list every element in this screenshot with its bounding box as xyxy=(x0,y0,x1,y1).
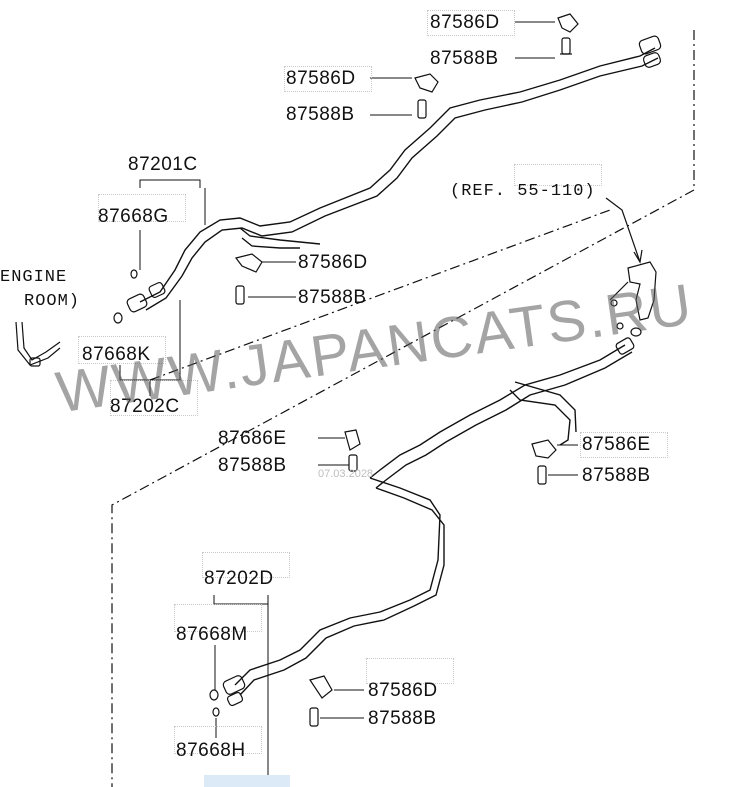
label-box xyxy=(580,432,668,458)
label-box xyxy=(284,66,372,92)
clamp-6 xyxy=(309,675,333,727)
part-label-87668K[interactable]: 87668K xyxy=(82,344,151,365)
brake-tube-lower xyxy=(234,344,633,696)
part-label-87586D[interactable]: 87586D xyxy=(298,252,368,273)
part-label-87586E[interactable]: 87586E xyxy=(582,434,651,455)
part-label-87588B[interactable]: 87588B xyxy=(298,287,367,308)
o-ring-87668G xyxy=(130,269,138,279)
label-box xyxy=(427,10,515,36)
part-label-87686E[interactable]: 87686E xyxy=(218,428,287,449)
tube-fitting-left xyxy=(126,281,166,313)
part-label-87202C[interactable]: 87202C xyxy=(110,396,180,417)
part-label-87202D[interactable]: 87202D xyxy=(204,568,274,589)
label-box xyxy=(366,658,454,684)
clamp-4 xyxy=(344,429,361,472)
part-label-87588B[interactable]: 87588B xyxy=(368,708,437,729)
label-box xyxy=(174,604,262,632)
section-boundary xyxy=(111,30,695,787)
ref-component xyxy=(609,261,657,337)
clamp-5 xyxy=(531,439,557,485)
label-box xyxy=(174,726,262,754)
label-box xyxy=(78,336,166,364)
section-boundary-2 xyxy=(149,209,611,381)
part-label-87201C[interactable]: 87201C xyxy=(128,154,198,175)
engine-room-tube xyxy=(15,321,61,367)
ref-leader xyxy=(605,197,641,263)
part-label-87588B[interactable]: 87588B xyxy=(286,104,355,125)
clamp-2 xyxy=(414,73,439,119)
part-label-87588B[interactable]: 87588B xyxy=(430,48,499,69)
clamp-3 xyxy=(234,253,263,305)
part-label-87668M[interactable]: 87668M xyxy=(176,624,248,645)
brake-tube-upper xyxy=(139,47,659,311)
tube-fitting-upper-right xyxy=(638,35,662,68)
part-label-87586D[interactable]: 87586D xyxy=(430,12,500,33)
clamp-top xyxy=(557,13,579,55)
part-label-87586D[interactable]: 87586D xyxy=(368,680,438,701)
o-ring-87668K xyxy=(113,312,123,324)
part-label-87586D[interactable]: 87586D xyxy=(286,68,356,89)
part-label-87668H[interactable]: 87668H xyxy=(176,740,246,761)
part-label-87588B[interactable]: 87588B xyxy=(218,455,287,476)
part-label-87588B[interactable]: 87588B xyxy=(582,465,651,486)
label-box xyxy=(98,194,186,222)
label-box xyxy=(202,552,290,578)
date-stamp: 07.03.2028 xyxy=(318,468,374,480)
ref-label[interactable]: (REF. 55-110) xyxy=(450,182,596,201)
tube-fitting-lower-left xyxy=(222,675,246,707)
o-ring-87668H xyxy=(212,707,220,717)
tube-fitting-lower-right xyxy=(615,337,635,355)
engine-room-label-2: ROOM) xyxy=(24,292,81,311)
engine-room-label: ENGINE xyxy=(0,268,68,287)
label-box xyxy=(514,164,602,186)
selection-highlight xyxy=(204,775,290,787)
label-box xyxy=(110,380,198,416)
part-label-87668G[interactable]: 87668G xyxy=(98,206,169,227)
o-ring-87668M xyxy=(209,689,219,701)
